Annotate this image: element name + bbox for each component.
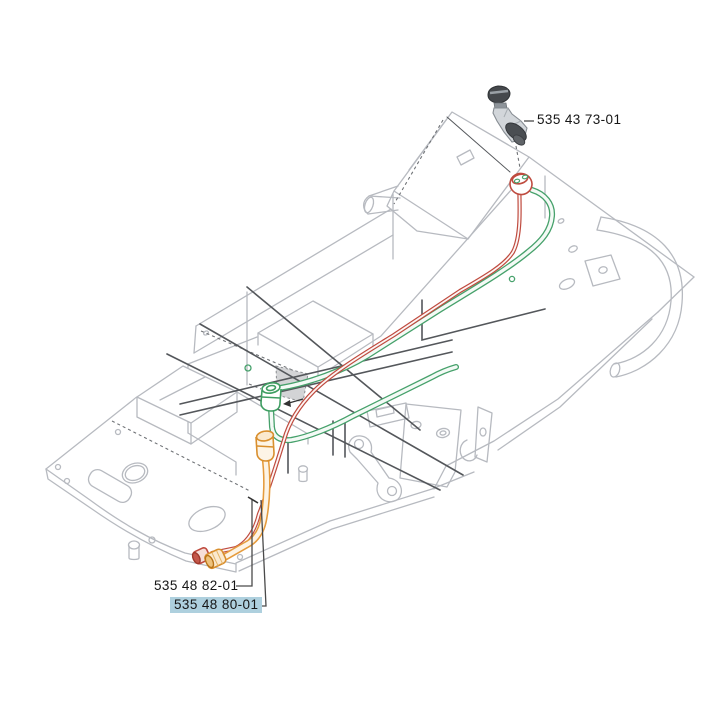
orange-tube (221, 452, 271, 561)
right-handle (584, 216, 684, 378)
fittings (191, 85, 533, 570)
green-clip (244, 364, 252, 372)
part-label-535-43-73-01[interactable]: 535 43 73-01 (537, 112, 622, 127)
dark-frame-rods (166, 116, 546, 491)
hoses (209, 176, 556, 561)
part-label-535-48-82-01[interactable]: 535 48 82-01 (154, 578, 239, 593)
chassis-frame (45, 111, 695, 573)
top-fitting (509, 172, 533, 196)
mount-arrow-icon (283, 400, 291, 407)
floor-plate (45, 365, 309, 573)
part-label-535-48-80-01-selected[interactable]: 535 48 80-01 (170, 597, 263, 613)
deck-panel (246, 156, 695, 490)
left-rail (193, 208, 394, 354)
green-fitting (260, 382, 282, 412)
red-hose (209, 176, 522, 556)
elbow-connector-part (487, 85, 528, 146)
console-bracket (386, 111, 530, 240)
orange-fitting (255, 430, 275, 462)
green-clip (508, 275, 516, 283)
bottom-orange-fitting (204, 548, 227, 570)
lower-center-brackets (235, 402, 493, 572)
